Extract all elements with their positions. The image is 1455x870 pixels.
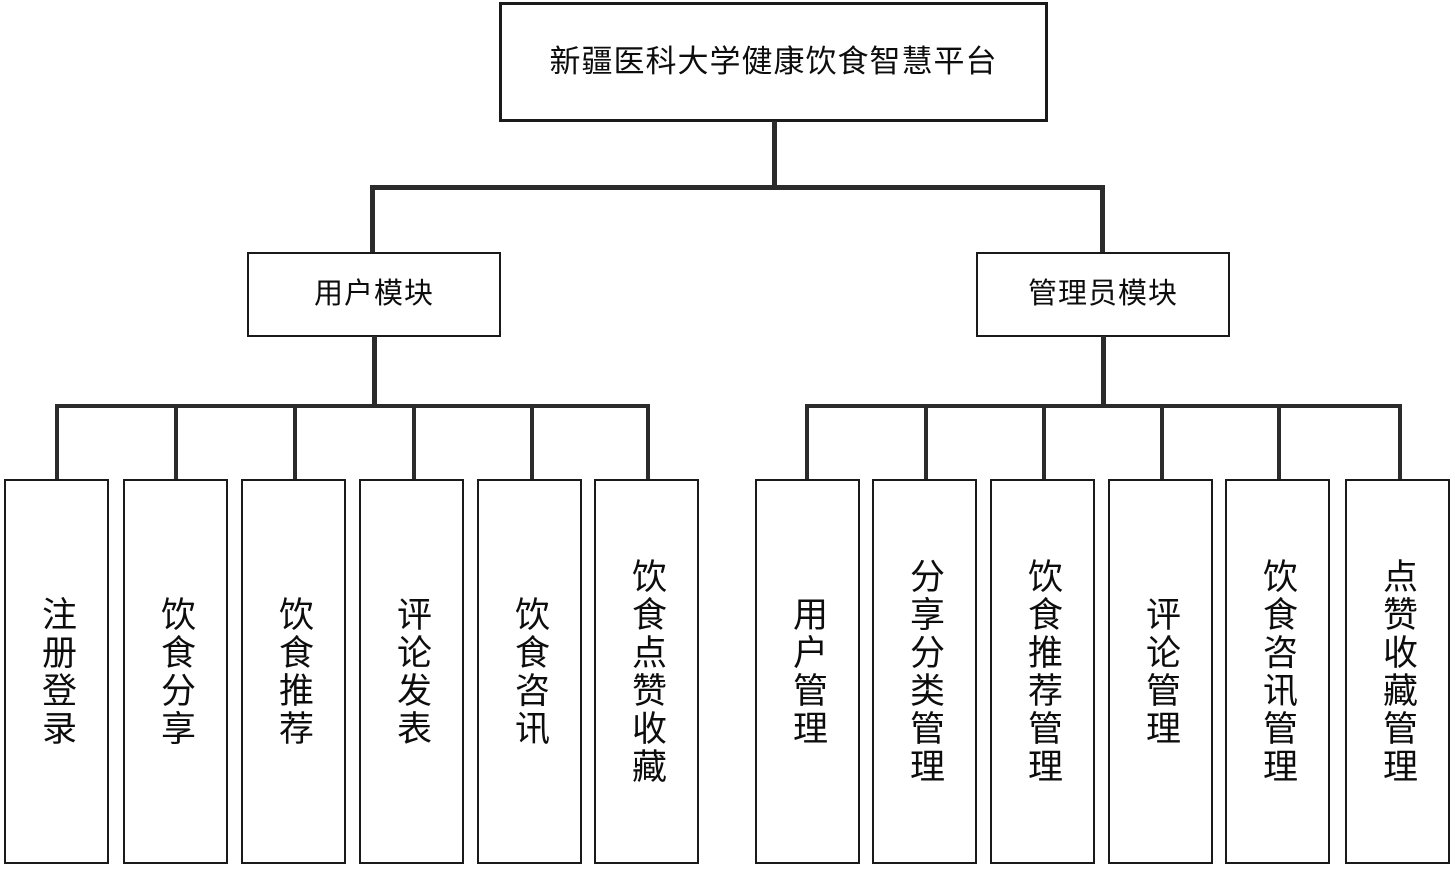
node-leaf-user-manage[interactable]: 用户管理 xyxy=(755,479,860,864)
connector-admin-module-stem xyxy=(1101,336,1106,408)
connector-drop-user-manage xyxy=(805,404,809,480)
connector-admin-leaf-bus xyxy=(805,404,1402,408)
node-leaf-label: 用户管理 xyxy=(788,595,827,748)
connector-drop-user-module xyxy=(370,185,375,254)
node-leaf-diet-share[interactable]: 饮食分享 xyxy=(123,479,228,864)
connector-user-module-stem xyxy=(372,336,377,408)
node-leaf-diet-recommend[interactable]: 饮食推荐 xyxy=(241,479,346,864)
connector-drop-admin-module xyxy=(1100,185,1105,254)
node-leaf-label: 评论管理 xyxy=(1141,595,1180,748)
connector-drop-diet-news xyxy=(530,404,534,480)
node-leaf-label: 饮食咨讯管理 xyxy=(1258,557,1297,786)
connector-user-leaf-bus xyxy=(55,404,650,408)
node-leaf-register-login[interactable]: 注册登录 xyxy=(4,479,109,864)
node-root-platform[interactable]: 新疆医科大学健康饮食智慧平台 xyxy=(499,2,1048,122)
connector-drop-like-favor-manage xyxy=(1398,404,1402,480)
connector-drop-diet-news-manage xyxy=(1277,404,1281,480)
node-leaf-label: 饮食咨讯 xyxy=(510,595,549,748)
connector-drop-share-category-manage xyxy=(924,404,928,480)
node-leaf-diet-news-manage[interactable]: 饮食咨讯管理 xyxy=(1225,479,1330,864)
node-admin-module-label: 管理员模块 xyxy=(1027,278,1178,311)
connector-module-bus xyxy=(370,185,1105,190)
node-root-label: 新疆医科大学健康饮食智慧平台 xyxy=(549,43,998,79)
node-leaf-diet-recommend-manage[interactable]: 饮食推荐管理 xyxy=(990,479,1095,864)
connector-drop-diet-recommend xyxy=(293,404,297,480)
node-leaf-label: 评论发表 xyxy=(392,595,431,748)
node-leaf-label: 饮食推荐 xyxy=(274,595,313,748)
connector-drop-register-login xyxy=(55,404,59,480)
node-leaf-comment-post[interactable]: 评论发表 xyxy=(359,479,464,864)
node-leaf-label: 点赞收藏管理 xyxy=(1378,557,1417,786)
node-leaf-label: 分享分类管理 xyxy=(905,557,944,786)
connector-drop-comment-manage xyxy=(1160,404,1164,480)
connector-drop-diet-share xyxy=(174,404,178,480)
node-user-module[interactable]: 用户模块 xyxy=(247,252,501,337)
node-leaf-share-category-manage[interactable]: 分享分类管理 xyxy=(872,479,977,864)
node-leaf-diet-like-favor[interactable]: 饮食点赞收藏 xyxy=(594,479,699,864)
node-admin-module[interactable]: 管理员模块 xyxy=(976,252,1230,337)
node-leaf-label: 饮食分享 xyxy=(156,595,195,748)
node-user-module-label: 用户模块 xyxy=(313,278,434,311)
node-leaf-like-favor-manage[interactable]: 点赞收藏管理 xyxy=(1345,479,1450,864)
node-leaf-label: 饮食推荐管理 xyxy=(1023,557,1062,786)
connector-root-stem xyxy=(772,121,777,187)
node-leaf-comment-manage[interactable]: 评论管理 xyxy=(1108,479,1213,864)
node-leaf-diet-news[interactable]: 饮食咨讯 xyxy=(477,479,582,864)
node-leaf-label: 注册登录 xyxy=(37,595,76,748)
connector-drop-diet-recommend-manage xyxy=(1042,404,1046,480)
connector-drop-comment-post xyxy=(412,404,416,480)
node-leaf-label: 饮食点赞收藏 xyxy=(627,557,666,786)
connector-drop-diet-like-favor xyxy=(646,404,650,480)
